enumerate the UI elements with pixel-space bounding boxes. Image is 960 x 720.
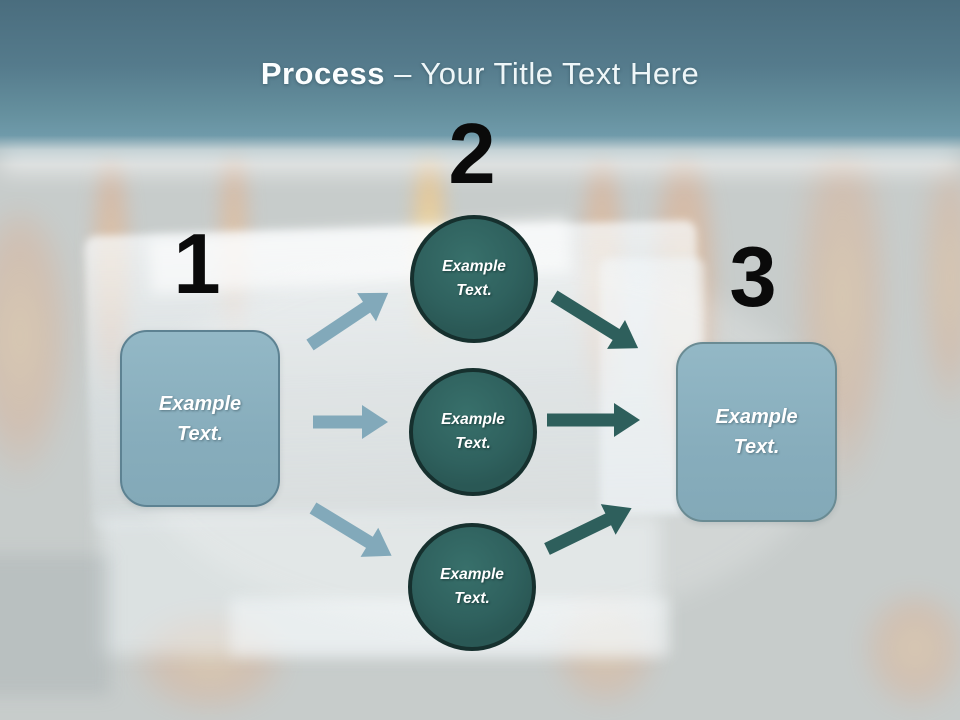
process-circle-top: Example Text.	[410, 215, 538, 343]
process-box-step3: Example Text.	[676, 342, 837, 522]
process-box-step1-label: Example Text.	[158, 392, 242, 445]
process-circle-bottom: Example Text.	[408, 523, 536, 651]
slide-title-emphasis: Process	[260, 56, 385, 91]
flame-shape	[915, 160, 960, 470]
process-circle-middle-label: Example Text.	[441, 411, 505, 452]
slide-title: Process – Your Title Text Here	[0, 56, 960, 92]
flame-shape	[850, 595, 960, 720]
process-box-step1: Example Text.	[120, 330, 280, 507]
ice-cube-shape	[0, 555, 110, 695]
process-circle-bottom-label: Example Text.	[440, 566, 504, 607]
step-number-1: 1	[173, 217, 221, 312]
slide-title-rest: – Your Title Text Here	[394, 56, 700, 91]
process-box-step3-label: Example Text.	[715, 406, 798, 458]
step-number-2: 2	[448, 107, 496, 202]
process-circle-top-label: Example Text.	[442, 258, 506, 299]
step-number-3: 3	[729, 230, 777, 325]
title-band	[0, 0, 960, 165]
flame-shape	[0, 210, 85, 540]
process-circle-middle: Example Text.	[409, 368, 537, 496]
